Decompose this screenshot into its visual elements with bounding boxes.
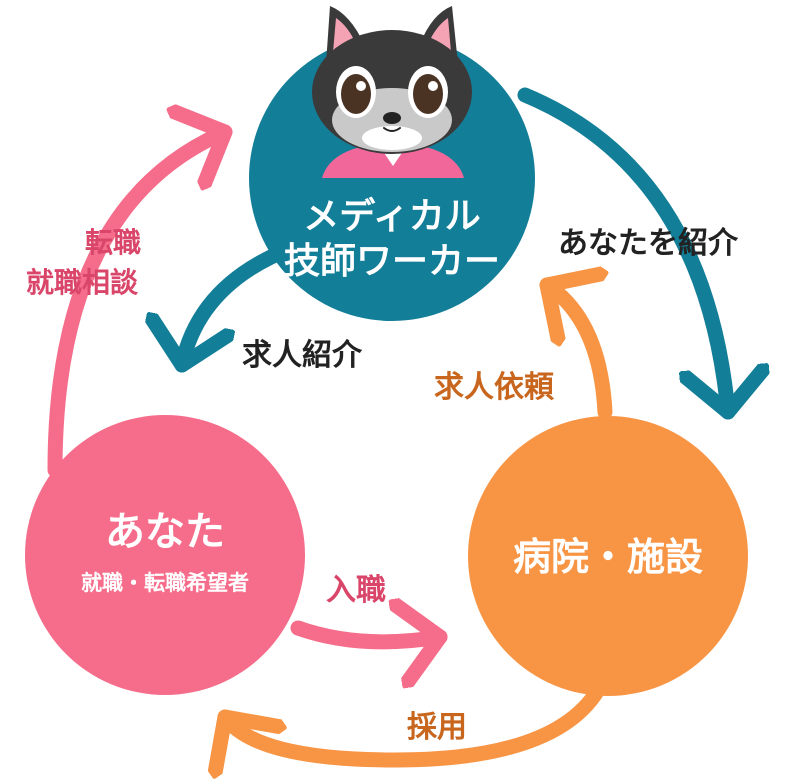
you-subtitle: 就職・転職希望者 [81, 571, 249, 595]
label-enter-job: 入職 [326, 573, 386, 608]
label-introduce-you: あなたを紹介 [558, 226, 739, 261]
arrow-job-request [539, 285, 613, 420]
arrow-introduce-you [517, 87, 728, 420]
label-consult-line1: 転職 [85, 226, 141, 259]
worker-title-line1: メディカル [303, 195, 480, 237]
arrow-enter-job [290, 628, 448, 642]
node-you-circle [25, 415, 305, 695]
arrow-hire [225, 682, 606, 760]
arrow-consult [47, 132, 233, 478]
label-hire: 採用 [407, 710, 467, 745]
worker-title-line2: 技師ワーカー [284, 241, 500, 282]
you-title: あなた [105, 509, 225, 555]
node-hospital-circle [468, 416, 748, 696]
label-job-request: 求人依頼 [434, 370, 555, 405]
dog-mascot-icon [312, 6, 472, 178]
hospital-title: 病院・施設 [513, 535, 703, 579]
label-job-intro: 求人紹介 [242, 338, 363, 373]
label-consult-line2: 就職相談 [26, 266, 139, 299]
